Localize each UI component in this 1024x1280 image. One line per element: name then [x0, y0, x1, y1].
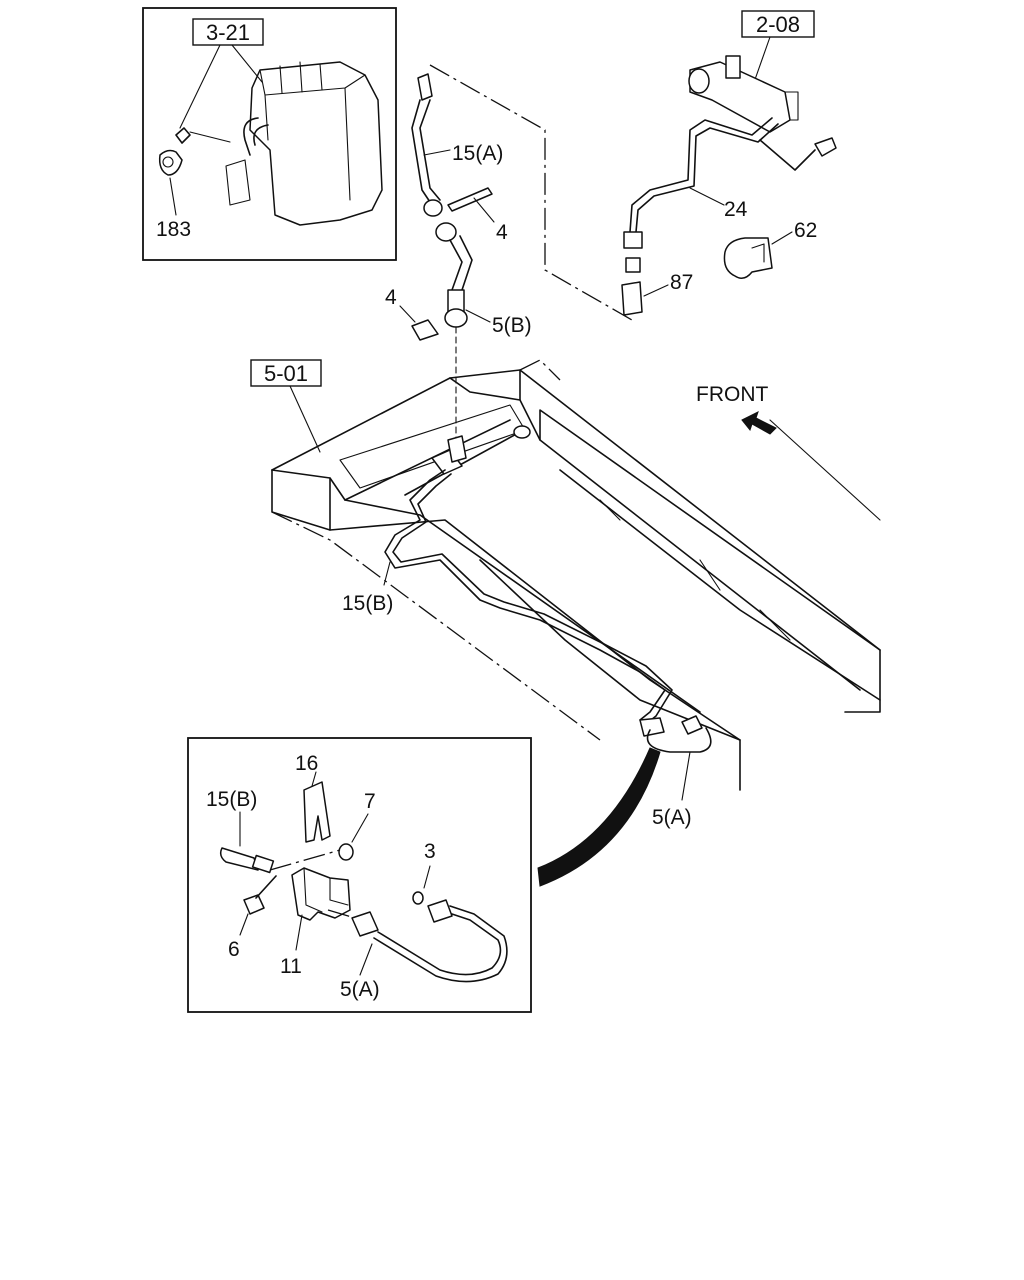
callout-15b-main: 15(B)	[342, 592, 393, 615]
callout-3: 3	[424, 840, 436, 863]
callout-15a: 15(A)	[452, 142, 503, 165]
callout-5a-inset: 5(A)	[340, 978, 380, 1001]
callout-62: 62	[794, 219, 817, 242]
front-arrow-icon	[741, 411, 777, 435]
callout-4-lower: 4	[385, 286, 397, 309]
callout-5b: 5(B)	[492, 314, 532, 337]
front-direction-indicator: FRONT	[696, 383, 777, 435]
callout-87: 87	[670, 271, 693, 294]
ref-box-5-01: 5-01	[264, 361, 308, 386]
ref-box-2-08: 2-08	[756, 12, 800, 37]
callout-4-upper: 4	[496, 221, 508, 244]
detail-pointer-swoosh	[537, 747, 661, 887]
link-line-upper	[429, 64, 633, 321]
callout-5a-main: 5(A)	[652, 806, 692, 829]
hose-group: 15(A) 4 5(B) 4	[385, 73, 532, 446]
callout-6: 6	[228, 938, 240, 961]
callout-15b-inset: 15(B)	[206, 788, 257, 811]
callout-183: 183	[156, 218, 191, 241]
master-cylinder-group: 2-08 87 24 62	[621, 10, 837, 316]
reservoir-inset: 3-21 183	[142, 7, 397, 261]
callout-24: 24	[724, 198, 748, 221]
callout-16: 16	[295, 752, 318, 775]
chassis-frame: 5-01 15(B) 5(A)	[250, 359, 881, 829]
callout-11: 11	[280, 955, 302, 978]
front-label: FRONT	[696, 383, 768, 406]
ref-box-3-21: 3-21	[206, 20, 250, 45]
junction-detail-inset: 16 15(B) 7 11 6 3 5(A)	[187, 737, 532, 1013]
callout-7: 7	[364, 790, 376, 813]
